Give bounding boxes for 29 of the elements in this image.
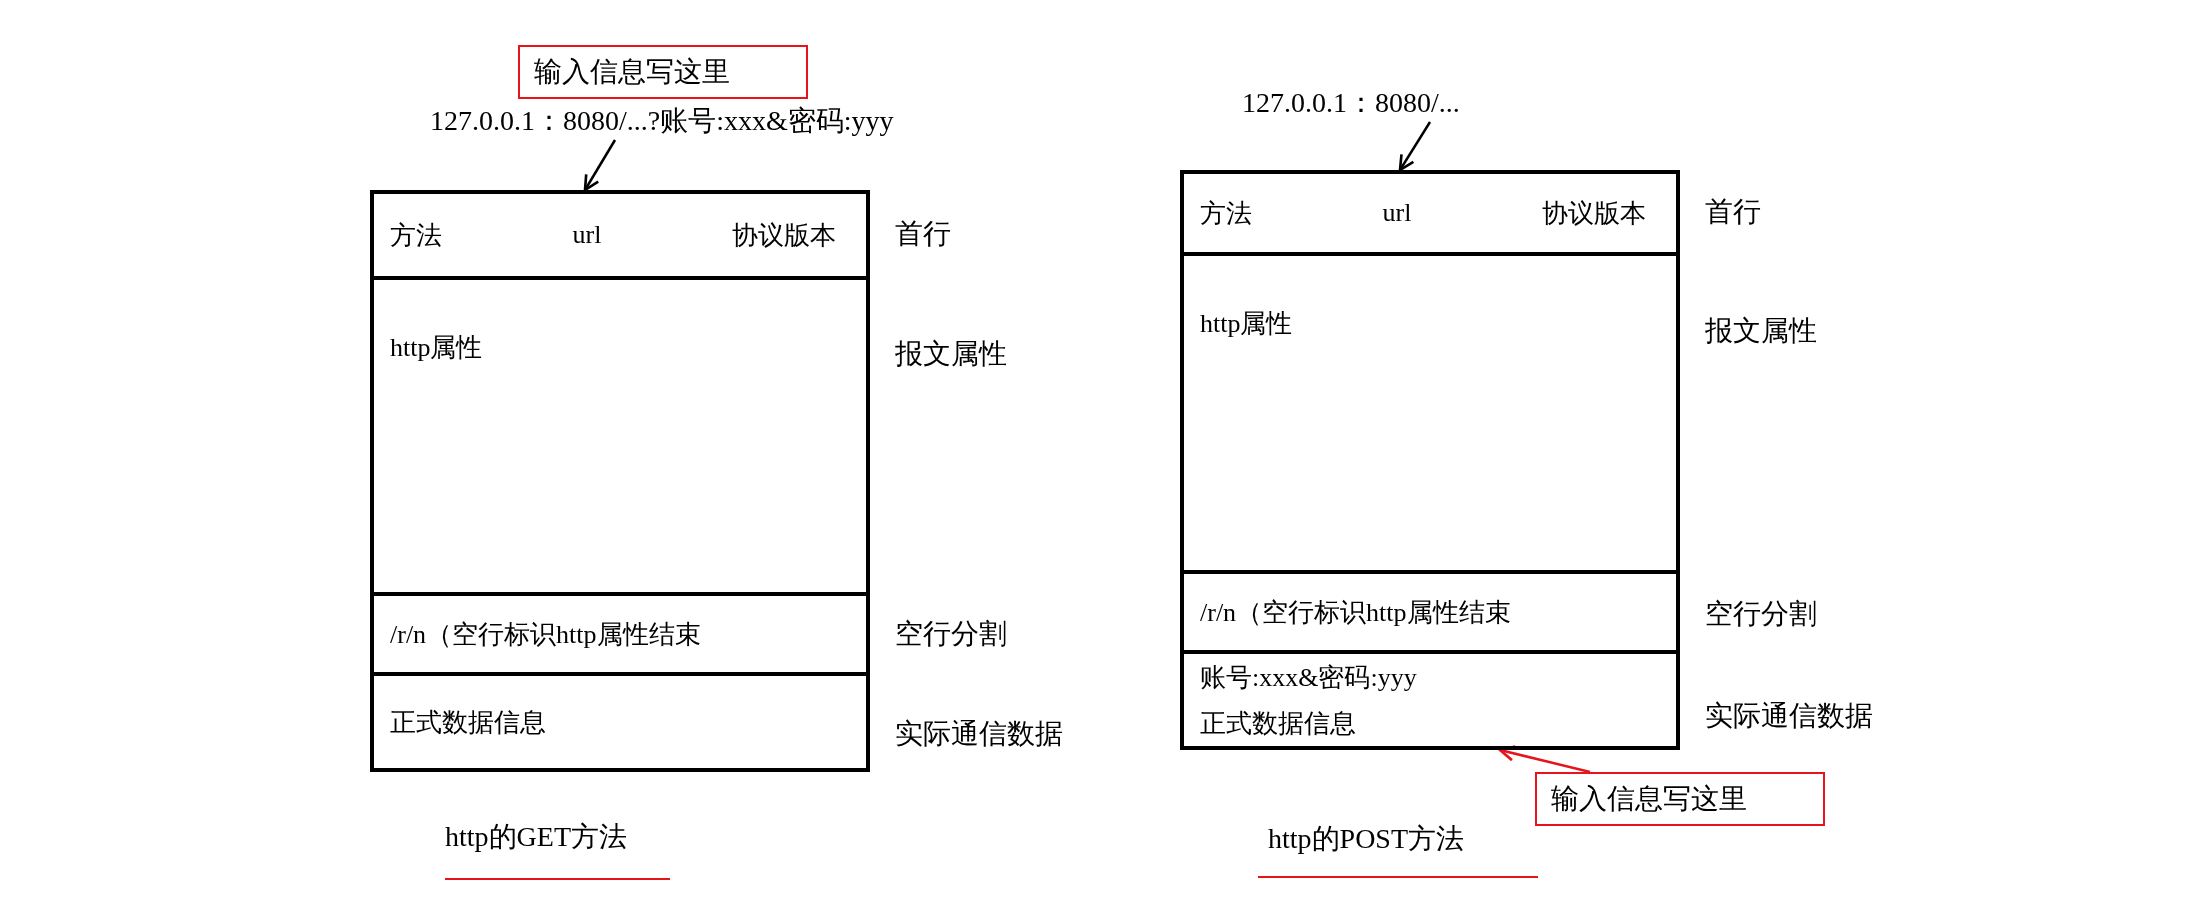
section-label: 空行分割 xyxy=(895,617,1007,651)
field-text: 方法 xyxy=(390,219,442,252)
field-text: 正式数据信息 xyxy=(1200,707,1357,740)
diagram-caption: http的POST方法 xyxy=(1268,822,1465,856)
field-text: http属性 xyxy=(390,332,483,364)
field-text: /r/n（空行标识http属性结束 xyxy=(1200,596,1511,629)
url-text: 127.0.0.1：8080/... xyxy=(1242,84,1460,122)
field-text: 协议版本 xyxy=(732,219,836,252)
note-box: 输入信息写这里 xyxy=(1535,772,1825,826)
field-text: http属性 xyxy=(1200,308,1293,340)
field-text: url xyxy=(572,220,602,250)
field-text: 协议版本 xyxy=(1542,197,1646,230)
section-label: 首行 xyxy=(1705,195,1761,229)
arrow xyxy=(583,139,617,192)
section-label: 实际通信数据 xyxy=(895,717,1063,751)
field-text: 正式数据信息 xyxy=(390,706,546,739)
section-label: 实际通信数据 xyxy=(1705,699,1873,733)
arrow xyxy=(1398,121,1432,172)
field-text: url xyxy=(1382,198,1412,228)
field-text: /r/n（空行标识http属性结束 xyxy=(390,618,701,651)
section-label: 首行 xyxy=(895,217,951,251)
section-label: 报文属性 xyxy=(895,337,1007,371)
diagram-caption: http的GET方法 xyxy=(445,820,627,854)
url-text: 127.0.0.1：8080/...?账号:xxx&密码:yyy xyxy=(430,102,894,140)
section-label: 报文属性 xyxy=(1705,314,1817,348)
section-label: 空行分割 xyxy=(1705,597,1817,631)
note-box: 输入信息写这里 xyxy=(518,45,808,99)
field-text: 方法 xyxy=(1200,197,1252,230)
field-text: 账号:xxx&密码:yyy xyxy=(1200,661,1418,694)
